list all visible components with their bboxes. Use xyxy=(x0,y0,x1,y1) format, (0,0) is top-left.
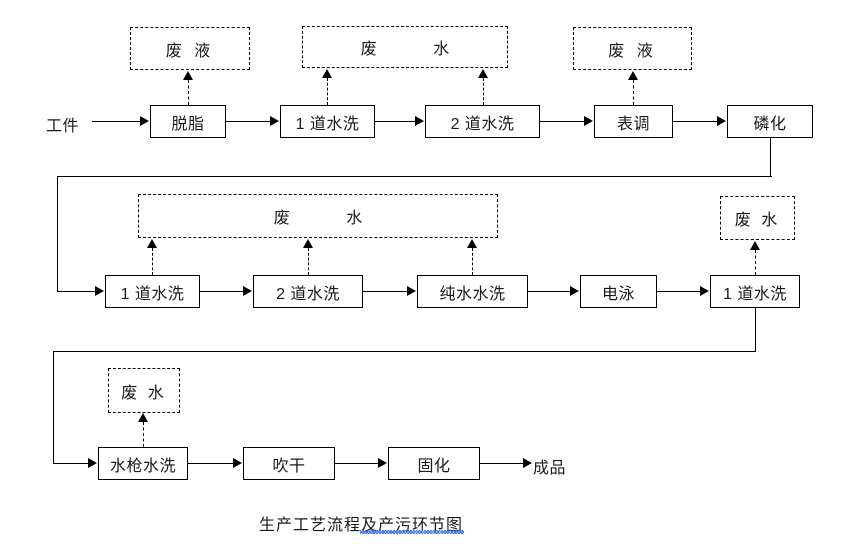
diagram-title: 生产工艺流程及产污环节图 xyxy=(259,517,464,534)
waste-arrow-r2-pure xyxy=(467,239,477,248)
process-box-pure-water-rinse: 纯水水洗 xyxy=(417,275,528,308)
waste-line-degrease xyxy=(188,80,189,105)
waste-line-r2-rinse-right xyxy=(755,250,756,275)
waste-line-r3-gun xyxy=(143,422,144,447)
process-box-degrease: 脱脂 xyxy=(150,105,226,138)
process-box-rinse1-row2: 1 道水洗 xyxy=(105,275,200,308)
waste-arrow-r2-rinse2 xyxy=(303,239,313,248)
wrap2-vertical-down xyxy=(755,308,756,352)
waste-box-row2-1: 废 水 xyxy=(138,194,498,238)
connector-r2-rinse2-to-pure-head xyxy=(407,286,416,296)
connector-surface-to-phosphating-head xyxy=(717,116,726,126)
wrap1-entry-line xyxy=(57,291,95,292)
wrap2-vertical-up xyxy=(53,351,54,464)
connector-r3-gun-to-dry-line xyxy=(188,463,233,464)
waste-line-r2-pure xyxy=(472,248,473,275)
input-label: 工件 xyxy=(46,118,80,135)
connector-rinse2-to-surface-head xyxy=(584,116,593,126)
waste-box-row3-1: 废 水 xyxy=(108,368,180,413)
wrap1-horizontal xyxy=(57,176,772,177)
wrap1-vertical-down xyxy=(770,138,771,177)
connector-rinse1-to-rinse2-line xyxy=(375,121,415,122)
waste-arrow-r2-rinse1 xyxy=(147,239,157,248)
waste-arrow-rinse1-row1 xyxy=(322,69,332,78)
spellcheck-underline xyxy=(360,530,464,534)
waste-arrow-r3-gun xyxy=(138,413,148,422)
wrap2-horizontal xyxy=(53,351,756,352)
waste-line-surface xyxy=(633,80,634,105)
process-box-rinse2-row2: 2 道水洗 xyxy=(253,275,363,308)
connector-r2-rinse2-to-pure-line xyxy=(363,291,407,292)
connector-degrease-to-rinse1-head xyxy=(270,116,279,126)
connector-r2-pure-to-electro-line xyxy=(528,291,570,292)
waste-box-row1-3: 废 液 xyxy=(573,27,692,70)
connector-r3-gun-to-dry-head xyxy=(233,458,242,468)
waste-box-row1-1: 废 液 xyxy=(130,27,250,70)
process-box-phosphating: 磷化 xyxy=(727,105,813,138)
waste-line-r2-rinse1 xyxy=(152,248,153,275)
arrow-input-to-degrease-head xyxy=(140,116,149,126)
connector-r3-curing-to-output-line xyxy=(480,463,523,464)
connector-surface-to-phosphating-line xyxy=(673,121,717,122)
process-box-rinse1-row3: 1 道水洗 xyxy=(710,275,800,308)
waste-line-rinse1-row1 xyxy=(327,78,328,105)
waste-arrow-rinse2-row1 xyxy=(478,69,488,78)
connector-r2-rinse1-to-rinse2-head xyxy=(243,286,252,296)
waste-arrow-surface xyxy=(628,71,638,80)
wrap1-entry-head xyxy=(95,286,104,296)
waste-arrow-r2-rinse-right xyxy=(750,241,760,250)
waste-line-r2-rinse2 xyxy=(308,248,309,275)
process-box-curing: 固化 xyxy=(388,447,480,480)
process-box-electrophoresis: 电泳 xyxy=(580,275,657,308)
connector-r3-dry-to-curing-head xyxy=(378,458,387,468)
connector-r2-electro-to-rinse-line xyxy=(657,291,700,292)
process-box-rinse1-row1: 1 道水洗 xyxy=(280,105,375,138)
connector-r3-curing-to-output-head xyxy=(523,458,532,468)
process-box-blow-dry: 吹干 xyxy=(243,447,335,480)
connector-r2-pure-to-electro-head xyxy=(570,286,579,296)
waste-box-row2-2: 废 水 xyxy=(720,196,795,240)
waste-arrow-degrease xyxy=(183,71,193,80)
connector-r3-dry-to-curing-line xyxy=(335,463,378,464)
waste-line-rinse2-row1 xyxy=(483,78,484,105)
process-box-water-gun-rinse: 水枪水洗 xyxy=(98,447,188,480)
process-box-rinse2-row1: 2 道水洗 xyxy=(425,105,540,138)
connector-r2-rinse1-to-rinse2-line xyxy=(200,291,243,292)
connector-r2-electro-to-rinse-head xyxy=(700,286,709,296)
output-label: 成品 xyxy=(533,460,567,477)
connector-rinse2-to-surface-line xyxy=(540,121,584,122)
wrap1-vertical-up xyxy=(57,176,58,292)
wrap2-entry-head xyxy=(88,458,97,468)
connector-rinse1-to-rinse2-head xyxy=(415,116,424,126)
arrow-input-to-degrease-line xyxy=(92,121,140,122)
connector-degrease-to-rinse1-line xyxy=(226,121,270,122)
process-box-surface-conditioning: 表调 xyxy=(594,105,673,138)
waste-box-row1-2: 废 水 xyxy=(302,26,508,68)
wrap2-entry-line xyxy=(53,463,88,464)
